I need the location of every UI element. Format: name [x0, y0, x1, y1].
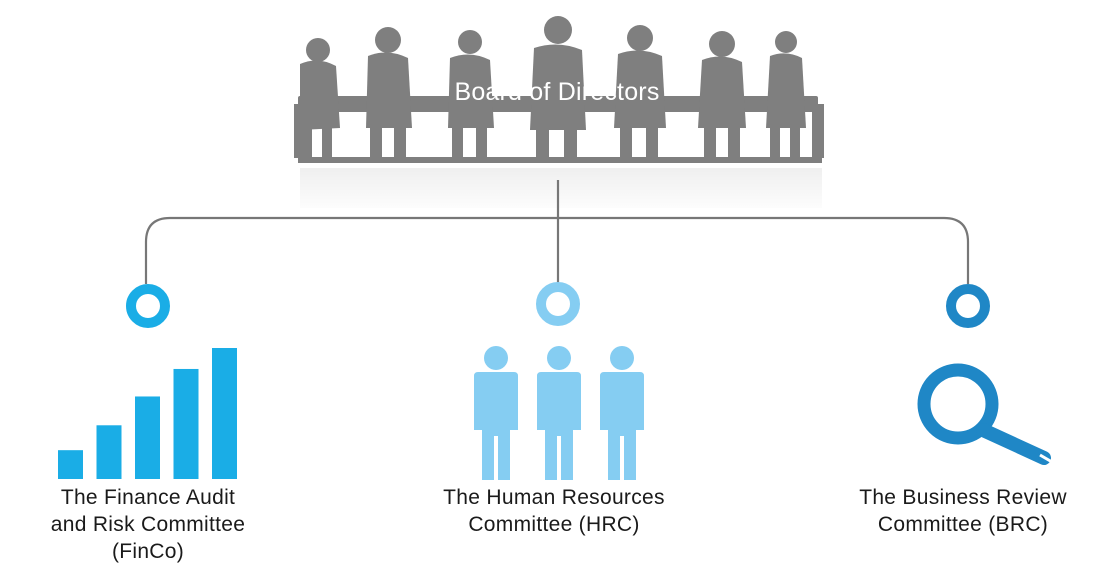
directors-silhouettes [294, 16, 824, 158]
person-icon [600, 346, 644, 480]
floor-line [298, 157, 822, 163]
bar-chart-bar [173, 368, 199, 479]
board-title: Board of Directors [454, 78, 660, 106]
brc-node-ring [946, 284, 990, 328]
bar-chart-icon [58, 348, 237, 479]
person-icon [537, 346, 581, 480]
hrc-label-line: Committee (HRC) [468, 513, 640, 536]
person-icon [474, 346, 518, 480]
brc-label-line: Committee (BRC) [877, 513, 1049, 536]
boardroom-silhouette-icon [294, 16, 824, 215]
magnifier-icon [917, 363, 1053, 465]
org-connector-lines [144, 180, 970, 284]
bar-chart-bar [212, 348, 237, 479]
hrc-label: The Human Resources Committee (HRC) [392, 484, 716, 538]
bar-chart-bar [96, 425, 122, 479]
hrc-node-ring [536, 282, 580, 326]
brc-label: The Business Review Committee (BRC) [818, 484, 1097, 538]
people-icon [474, 346, 644, 480]
finco-label-line: and Risk Committee [50, 513, 246, 536]
finco-label-line: The Finance Audit [60, 486, 236, 509]
brc-label-line: The Business Review [859, 486, 1067, 509]
bar-chart-bar [135, 396, 160, 479]
hrc-label-line: The Human Resources [443, 486, 665, 509]
finco-label: The Finance Audit and Risk Committee (Fi… [0, 484, 296, 565]
silhouette-reflection [300, 165, 822, 215]
bar-chart-bar [58, 450, 83, 479]
finco-label-line: (FinCo) [111, 540, 185, 563]
finco-node-ring [126, 284, 170, 328]
